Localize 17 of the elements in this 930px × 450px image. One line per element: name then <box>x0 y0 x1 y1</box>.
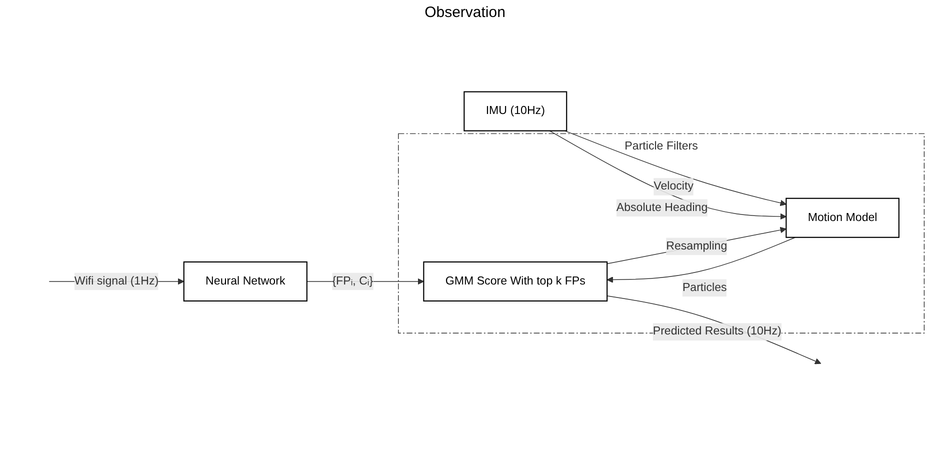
node-box: IMU (10Hz) <box>464 90 568 132</box>
arrow <box>606 226 786 264</box>
node-box: Motion Model <box>786 198 900 238</box>
edge-label: Predicted Results (10Hz) <box>652 325 782 338</box>
arrow <box>564 130 786 206</box>
arrow <box>606 295 822 364</box>
note-label: Observation <box>424 4 506 21</box>
edge-label: Wifi signal (1Hz) <box>74 274 159 287</box>
arrow <box>606 236 796 283</box>
edge-label: Particles <box>682 281 727 294</box>
node-box: Neural Network <box>183 261 308 302</box>
edge-label: Velocity <box>654 180 694 192</box>
edge-label: Resampling <box>666 240 728 252</box>
edge-label: {FPᵢ, Cᵢ} <box>332 274 374 287</box>
edge-label: Absolute Heading <box>616 201 708 214</box>
arrow <box>549 130 786 220</box>
node-box: GMM Score With top k FPs <box>423 261 608 302</box>
